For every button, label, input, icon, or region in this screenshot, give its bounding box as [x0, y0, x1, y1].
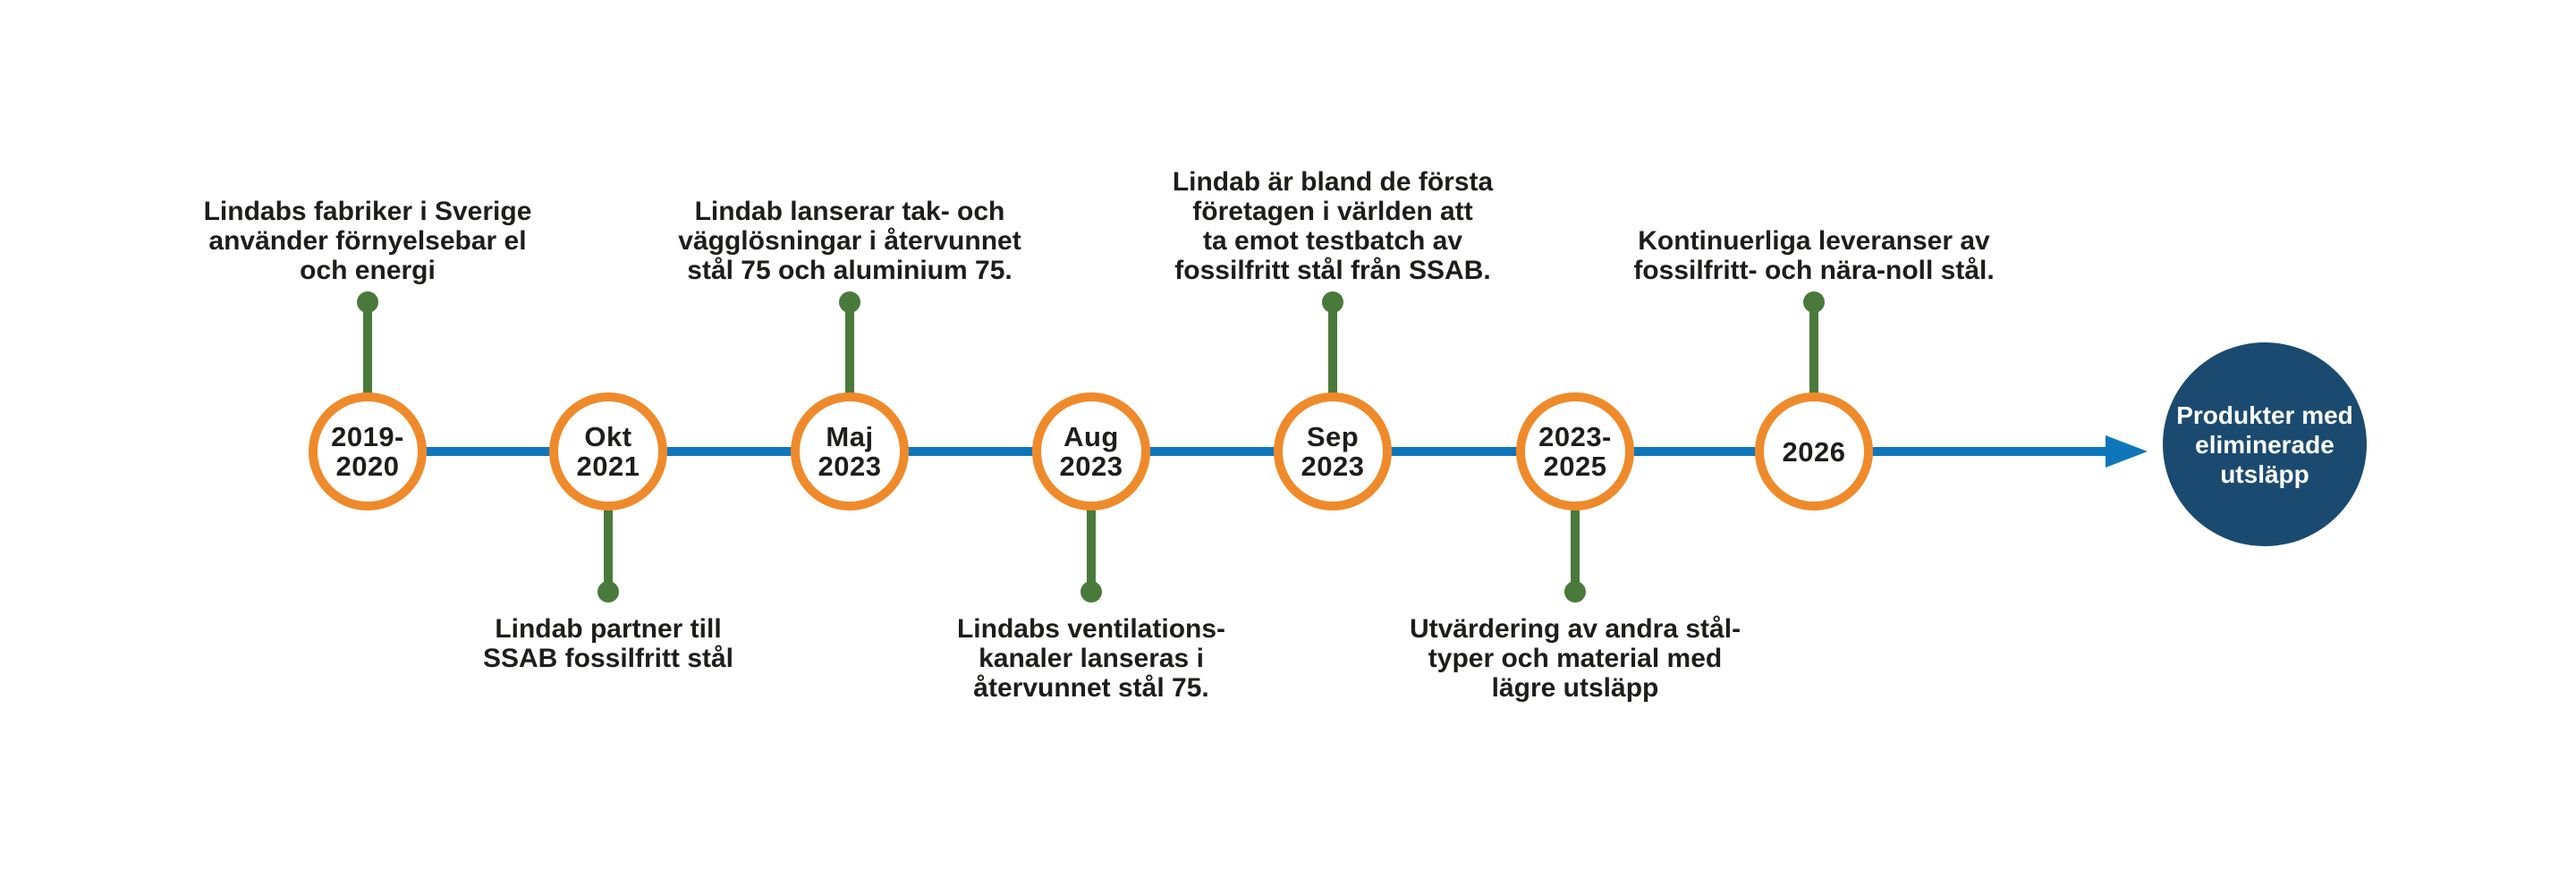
node-date: Aug 2023: [1059, 421, 1123, 482]
milestone-label: Lindab är bland de första företagen i vä…: [1172, 167, 1494, 285]
milestone-label: Lindabs ventilations- kanaler lanseras i…: [956, 614, 1226, 703]
milestone-connector-stem: [1809, 302, 1818, 395]
milestone-aug-2023: Lindabs ventilations- kanaler lanseras i…: [877, 0, 1306, 894]
node-date: 2019- 2020: [331, 421, 404, 482]
milestone-connector-dot-icon: [1564, 581, 1586, 603]
timeline-node-circle: Sep 2023: [1274, 392, 1392, 510]
end-goal-label: Produkter med eliminerade utsläpp: [2176, 401, 2353, 488]
end-goal-circle: Produkter med eliminerade utsläpp: [2163, 342, 2367, 546]
node-date: 2026: [1782, 435, 1846, 468]
milestone-connector-dot-icon: [1322, 291, 1343, 313]
milestone-connector-stem: [363, 302, 372, 395]
node-date: 2023- 2025: [1538, 421, 1612, 482]
milestone-2023-2025: Utvärdering av andra stål- typer och mat…: [1360, 0, 1790, 894]
milestone-connector-stem: [1571, 508, 1580, 592]
milestone-connector-stem: [1328, 302, 1337, 395]
milestone-2026: Kontinuerliga leveranser av fossilfritt-…: [1599, 0, 2029, 894]
milestone-2019-2020: Lindabs fabriker i Sverige använder förn…: [153, 0, 582, 894]
milestone-label: Lindab lanserar tak- och vägglösningar i…: [678, 197, 1021, 285]
timeline-line: [367, 447, 2107, 456]
node-date: Okt 2021: [576, 421, 640, 482]
timeline-node-circle: 2019- 2020: [309, 392, 427, 510]
timeline-node-circle: Aug 2023: [1032, 392, 1150, 510]
arrow-right-icon: [2106, 435, 2148, 468]
timeline-node-circle: Maj 2023: [791, 392, 909, 510]
timeline-node-circle: 2023- 2025: [1516, 392, 1634, 510]
milestone-sep-2023: Lindab är bland de första företagen i vä…: [1118, 0, 1547, 894]
milestone-connector-stem: [845, 302, 854, 395]
milestone-label: Lindab partner till SSAB fossilfritt stå…: [482, 614, 734, 673]
milestone-connector-dot-icon: [597, 581, 619, 603]
milestone-label: Utvärdering av andra stål- typer och mat…: [1409, 614, 1741, 703]
timeline-node-circle: Okt 2021: [549, 392, 667, 510]
milestone-okt-2021: Lindab partner till SSAB fossilfritt stå…: [394, 0, 823, 894]
milestone-connector-dot-icon: [839, 291, 860, 313]
milestone-label: Lindabs fabriker i Sverige använder förn…: [203, 197, 532, 285]
milestone-maj-2023: Lindab lanserar tak- och vägglösningar i…: [635, 0, 1064, 894]
milestone-connector-dot-icon: [1803, 291, 1825, 313]
node-date: Sep 2023: [1301, 421, 1365, 482]
timeline-node-circle: 2026: [1755, 392, 1873, 510]
milestone-connector-stem: [1087, 508, 1096, 592]
milestone-connector-dot-icon: [1080, 581, 1102, 603]
milestone-label: Kontinuerliga leveranser av fossilfritt-…: [1633, 226, 1995, 285]
milestone-connector-dot-icon: [357, 291, 378, 313]
node-date: Maj 2023: [818, 421, 882, 482]
milestone-connector-stem: [604, 508, 613, 592]
